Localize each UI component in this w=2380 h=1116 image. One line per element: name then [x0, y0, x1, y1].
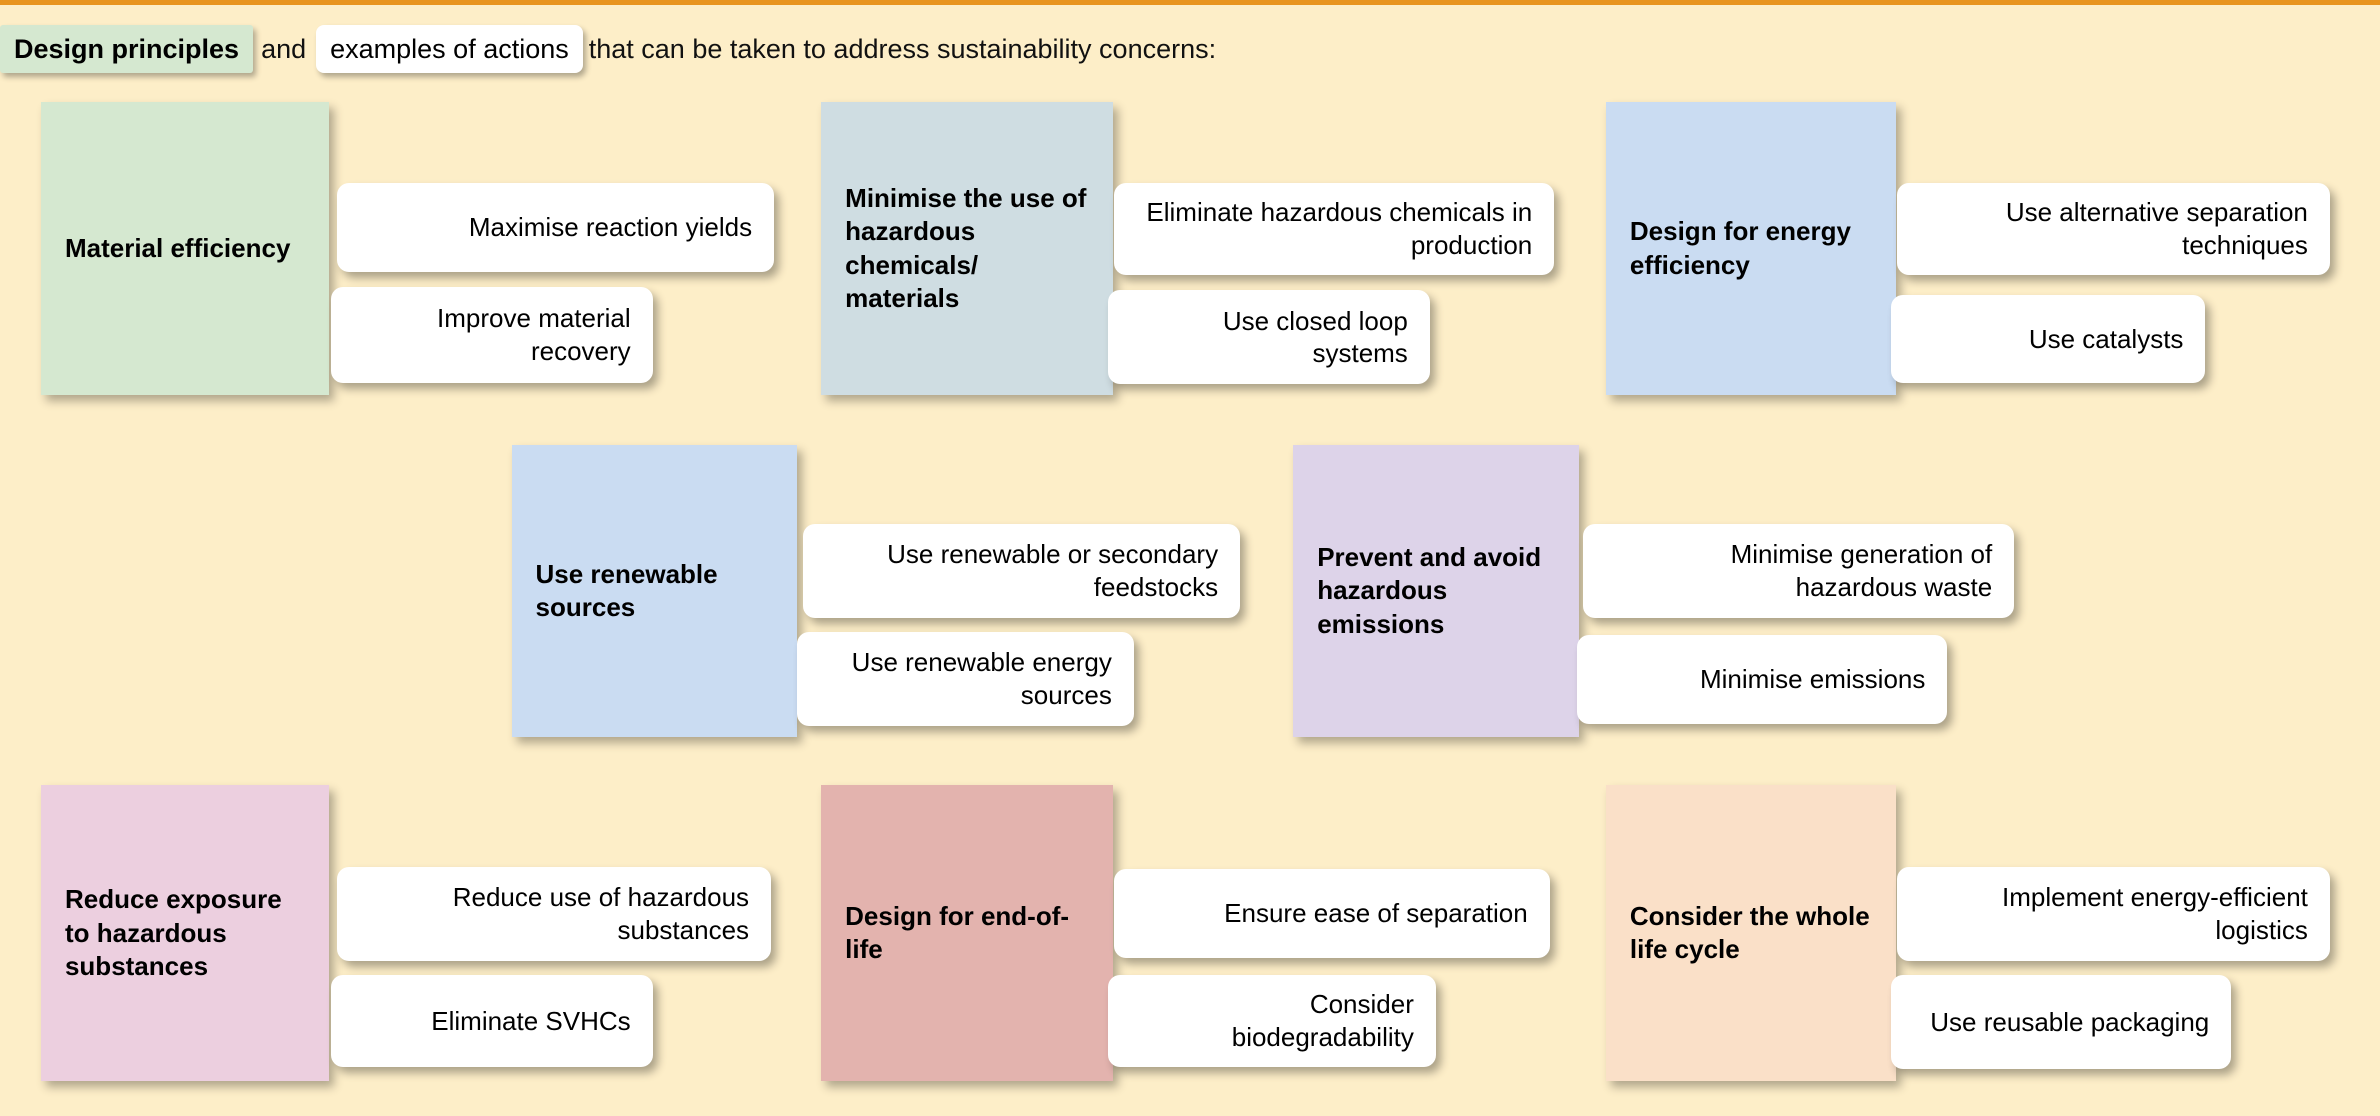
action-card-minimise-hazardous-chemicals-2[interactable]: Use closed loop systems [1108, 290, 1430, 385]
action-card-use-renewable-sources-1[interactable]: Use renewable or secondary feedstocks [802, 524, 1241, 619]
action-card-consider-whole-life-cycle-2[interactable]: Use reusable packaging [1891, 974, 2232, 1069]
action-card-design-for-energy-efficiency-2[interactable]: Use catalysts [1891, 294, 2206, 383]
principle-box-use-renewable-sources[interactable]: Use renewable sources [511, 445, 797, 737]
principle-box-reduce-exposure-hazardous-substances[interactable]: Reduce exposure to hazardous substances [40, 785, 330, 1082]
action-card-design-for-end-of-life-2[interactable]: Consider biodegradability [1108, 974, 1436, 1068]
action-card-reduce-exposure-hazardous-substances-2[interactable]: Eliminate SVHCs [330, 974, 653, 1068]
action-card-minimise-hazardous-chemicals-1[interactable]: Eliminate hazardous chemicals in product… [1114, 182, 1555, 276]
legend-conjunction: and [261, 33, 307, 64]
principle-group-minimise-hazardous-chemicals: Minimise the use of hazardous chemicals/… [0, 5, 2380, 1116]
header-caption: Design principles and examples of action… [0, 19, 2380, 79]
legend-tail-text: that can be taken to address sustainabil… [588, 33, 1217, 64]
principle-box-design-for-end-of-life[interactable]: Design for end-of-life [821, 785, 1113, 1082]
action-card-prevent-hazardous-emissions-1[interactable]: Minimise generation of hazardous waste [1583, 524, 2015, 619]
action-card-design-for-energy-efficiency-1[interactable]: Use alternative separation techniques [1897, 182, 2330, 276]
legend-chip-design-principles: Design principles [0, 25, 254, 73]
principle-box-minimise-hazardous-chemicals[interactable]: Minimise the use of hazardous chemicals/… [821, 102, 1113, 396]
action-card-material-efficiency-2[interactable]: Improve material recovery [330, 287, 653, 383]
action-card-prevent-hazardous-emissions-2[interactable]: Minimise emissions [1577, 634, 1948, 725]
principle-box-design-for-energy-efficiency[interactable]: Design for energy efficiency [1605, 102, 1896, 396]
principle-box-material-efficiency[interactable]: Material efficiency [40, 102, 330, 396]
legend-chip-examples-of-actions: examples of actions [316, 25, 583, 73]
action-card-consider-whole-life-cycle-1[interactable]: Implement energy-efficient logistics [1897, 867, 2330, 962]
principle-box-consider-whole-life-cycle[interactable]: Consider the whole life cycle [1605, 785, 1896, 1082]
action-card-design-for-end-of-life-1[interactable]: Ensure ease of separation [1114, 868, 1550, 959]
action-card-material-efficiency-1[interactable]: Maximise reaction yields [336, 182, 775, 273]
action-card-use-renewable-sources-2[interactable]: Use renewable energy sources [796, 631, 1134, 726]
action-card-reduce-exposure-hazardous-substances-1[interactable]: Reduce use of hazardous substances [336, 867, 772, 962]
principle-box-prevent-hazardous-emissions[interactable]: Prevent and avoid hazardous emissions [1293, 445, 1579, 737]
